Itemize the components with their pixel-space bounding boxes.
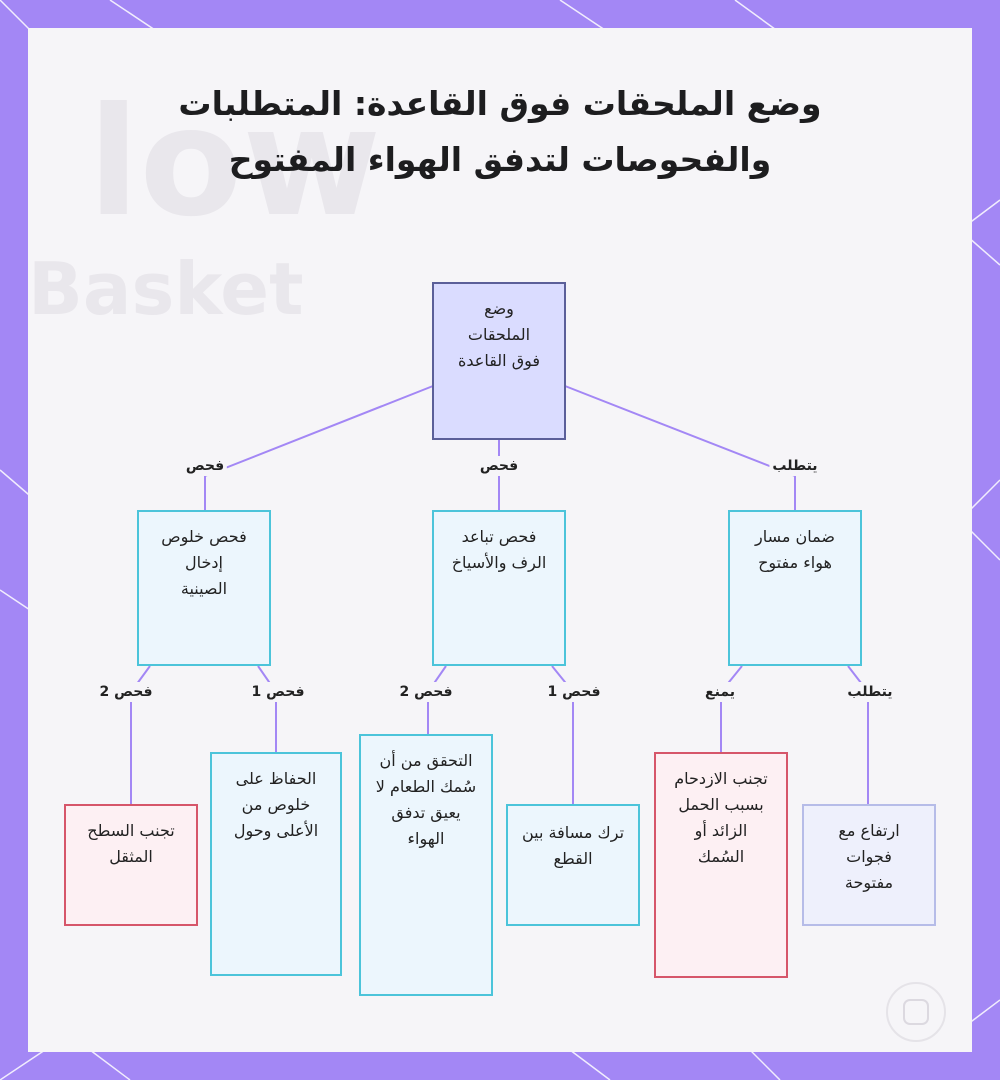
node-keep-clearance: الحفاظ على خلوص من الأعلى وحول bbox=[210, 752, 342, 976]
node-root: وضع الملحقات فوق القاعدة bbox=[432, 282, 566, 440]
watermark-text-1: low bbox=[88, 76, 382, 250]
edge-label-rack-distance: فحص 1 bbox=[544, 682, 604, 702]
watermark-text-2: Basket bbox=[28, 247, 304, 331]
node-ensure-path: ضمان مسار هواء مفتوح bbox=[728, 510, 862, 666]
edge-label-root-tray: فحص bbox=[182, 456, 228, 476]
logo-icon bbox=[903, 999, 929, 1025]
edge-label-path-crowding: يمنع bbox=[702, 682, 738, 702]
edge-label-path-raise: يتطلب bbox=[844, 682, 896, 702]
edge-tray-clearance bbox=[257, 665, 277, 752]
node-avoid-crowding: تجنب الازدحام بسبب الحمل الزائد أو السُم… bbox=[654, 752, 788, 978]
node-check-rack: فحص تباعد الرف والأسياخ bbox=[432, 510, 566, 666]
edge-label-rack-thickness: فحص 2 bbox=[396, 682, 456, 702]
edge-label-root-path: يتطلب bbox=[769, 456, 821, 476]
node-check-tray: فحص خلوص إدخال الصينية bbox=[137, 510, 271, 666]
node-raise-gaps: ارتفاع مع فجوات مفتوحة bbox=[802, 804, 936, 926]
node-verify-thickness: التحقق من أن سُمك الطعام لا يعيق تدفق ال… bbox=[359, 734, 493, 996]
edge-path-crowding bbox=[720, 665, 743, 752]
diagram-card: low Basket وضع الملحقات فوق القاعدة: الم… bbox=[28, 28, 972, 1052]
edge-root-tray bbox=[204, 385, 434, 510]
node-leave-distance: ترك مسافة بين القطع bbox=[506, 804, 640, 926]
edge-label-tray-heavy: فحص 2 bbox=[96, 682, 156, 702]
brand-logo bbox=[886, 982, 946, 1042]
edge-root-path bbox=[564, 385, 796, 510]
edge-label-tray-clearance: فحص 1 bbox=[248, 682, 308, 702]
diagram-title: وضع الملحقات فوق القاعدة: المتطلبات والف… bbox=[178, 84, 822, 179]
edge-label-root-rack: فحص bbox=[476, 456, 522, 476]
node-avoid-heavy: تجنب السطح المثقل bbox=[64, 804, 198, 926]
